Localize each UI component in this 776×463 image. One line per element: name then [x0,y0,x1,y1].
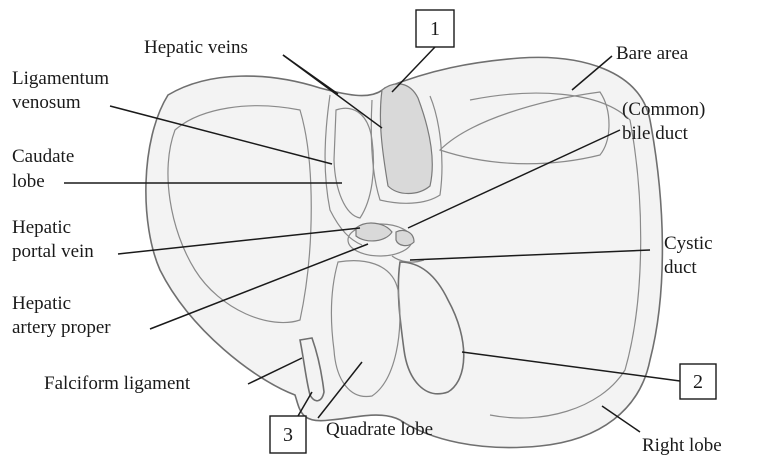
numbered-box-3: 3 [270,416,306,453]
label-hepatic-artery-proper-line1: Hepatic [12,293,71,314]
label-cystic-duct-line2: duct [664,257,697,278]
label-right-lobe: Right lobe [642,435,722,456]
box-1-number: 1 [430,18,440,40]
label-ligamentum-venosum-line1: Ligamentum [12,68,109,89]
label-cystic-duct-line1: Cystic [664,233,713,254]
label-hepatic-portal-vein-line1: Hepatic [12,217,71,238]
label-hepatic-portal-vein-line2: portal vein [12,241,94,262]
numbered-box-1: 1 [416,10,454,47]
label-caudate-lobe-line1: Caudate [12,146,74,167]
label-bare-area: Bare area [616,43,689,64]
label-hepatic-veins: Hepatic veins [144,37,248,58]
label-falciform-ligament: Falciform ligament [44,373,191,394]
label-ligamentum-venosum-line2: venosum [12,92,81,113]
label-common-bile-duct-line2: bile duct [622,123,689,144]
label-quadrate-lobe: Quadrate lobe [326,419,433,440]
label-caudate-lobe-line2: lobe [12,171,45,192]
box-3-number: 3 [283,424,293,446]
label-hepatic-artery-proper-line2: artery proper [12,317,111,338]
label-common-bile-duct-line1: (Common) [622,99,705,120]
box-2-number: 2 [693,371,703,393]
numbered-box-2: 2 [680,364,716,399]
